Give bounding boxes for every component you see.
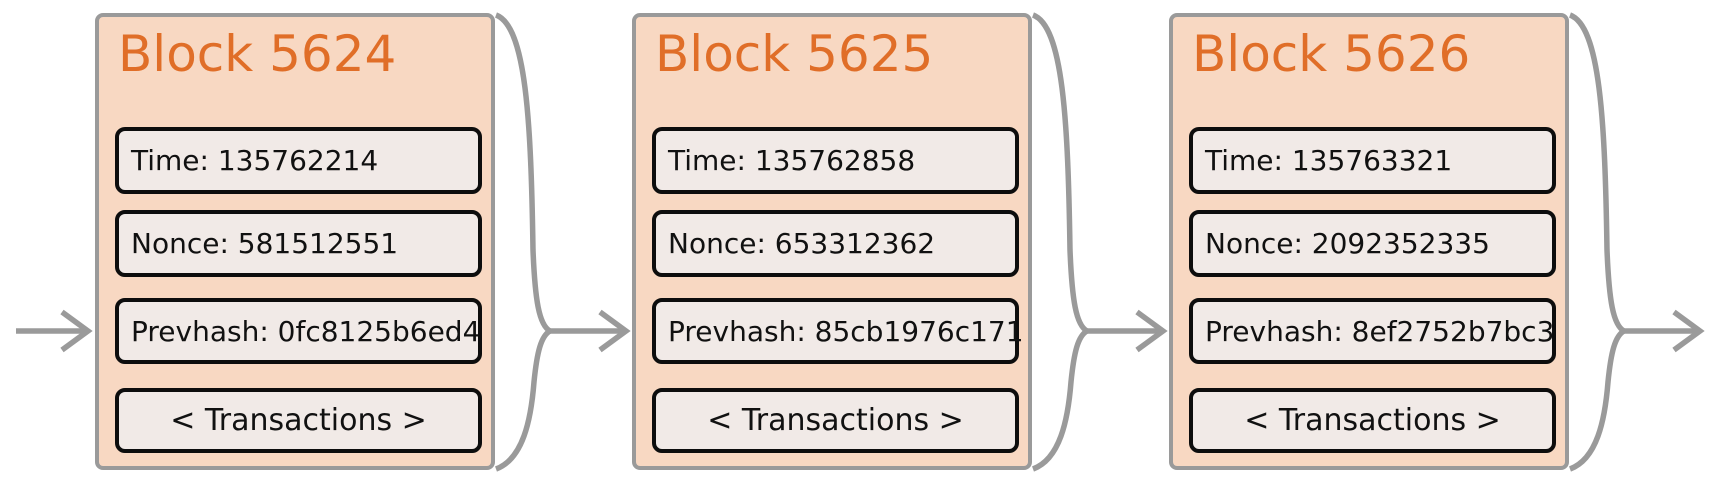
- transactions-field: < Transactions >: [652, 388, 1019, 453]
- block-card-1: Block 5624 Time: 135762214 Nonce: 581512…: [95, 13, 495, 470]
- time-field: Time: 135763321: [1189, 127, 1556, 194]
- incoming-arrow-icon: [16, 309, 93, 353]
- time-field: Time: 135762214: [115, 127, 482, 194]
- time-field: Time: 135762858: [652, 127, 1019, 194]
- block-title: Block 5624: [118, 25, 397, 83]
- brace-arrow-icon: [494, 12, 631, 472]
- prevhash-field: Prevhash: 85cb1976c171: [652, 298, 1024, 364]
- prevhash-field: Prevhash: 0fc8125b6ed4: [115, 298, 482, 364]
- brace-arrow-icon: [1568, 12, 1705, 472]
- nonce-field: Nonce: 581512551: [115, 210, 482, 277]
- nonce-field: Nonce: 2092352335: [1189, 210, 1556, 277]
- block-card-3: Block 5626 Time: 135763321 Nonce: 209235…: [1169, 13, 1569, 470]
- block-card-2: Block 5625 Time: 135762858 Nonce: 653312…: [632, 13, 1032, 470]
- block-title: Block 5626: [1192, 25, 1471, 83]
- nonce-field: Nonce: 653312362: [652, 210, 1019, 277]
- transactions-field: < Transactions >: [1189, 388, 1556, 453]
- block-title: Block 5625: [655, 25, 934, 83]
- transactions-field: < Transactions >: [115, 388, 482, 453]
- prevhash-field: Prevhash: 8ef2752b7bc3: [1189, 298, 1556, 364]
- brace-arrow-icon: [1031, 12, 1168, 472]
